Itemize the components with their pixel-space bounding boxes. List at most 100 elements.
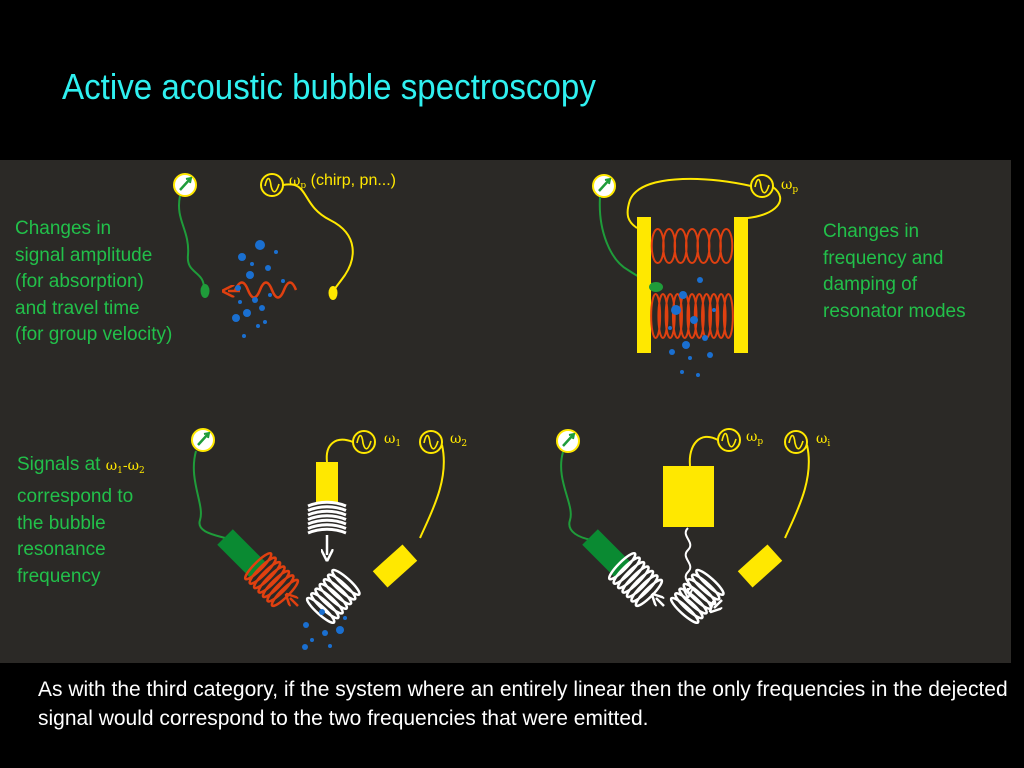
bubble (690, 316, 698, 324)
meter-icon (592, 174, 616, 198)
bubble (669, 349, 675, 355)
source-label-omega2: ω2 (450, 431, 468, 449)
bubble (671, 305, 681, 315)
received-arrow (290, 598, 299, 607)
source-wire-2 (747, 186, 782, 219)
coil (650, 293, 734, 339)
beam-coil-1 (307, 500, 347, 535)
bubble (263, 320, 267, 324)
bubble (265, 265, 271, 271)
bubble (322, 630, 328, 636)
bubble (268, 293, 272, 297)
received-beam-coil (607, 551, 664, 608)
bubble (303, 622, 309, 628)
coil (307, 500, 347, 535)
receiver-wire (192, 450, 226, 539)
diagram-svg (173, 173, 810, 650)
red-wave (233, 281, 298, 299)
source-label-omega1: ω1 (384, 431, 402, 449)
receiver-transducer (582, 529, 632, 579)
source-label-omega-p: ωp (746, 429, 764, 447)
bubble (242, 334, 246, 338)
signal-source-icon (419, 430, 443, 454)
emitter-1 (316, 462, 338, 502)
bubble (697, 277, 703, 283)
beam-coil-2 (305, 568, 361, 624)
source-wire (282, 183, 354, 294)
bubble (310, 638, 314, 642)
source-wire (626, 177, 752, 229)
received-arrow (656, 598, 665, 607)
bubble (682, 341, 690, 349)
bubble (250, 262, 254, 266)
panel-bottom-right (556, 428, 810, 624)
label-resonance-frequency: Signals at ω1-ω2 correspond to the bubbl… (17, 453, 145, 587)
bubble-cloud (668, 277, 716, 377)
bubble (668, 326, 672, 330)
coil (650, 228, 734, 264)
bubble (252, 297, 258, 303)
bubble (238, 253, 246, 261)
bubble (235, 285, 241, 291)
label-amplitude-travel-time: Changes in signal amplitude (for absorpt… (15, 218, 173, 345)
bubble (246, 271, 254, 279)
imaging-arrow (714, 599, 723, 608)
bubble (707, 352, 713, 358)
emitter-2 (372, 544, 418, 588)
source2-wire (784, 444, 810, 539)
receiver-wire (178, 195, 206, 291)
bubble (702, 335, 708, 341)
bubble (679, 291, 687, 299)
receiver-hydrophone (649, 282, 663, 292)
bubble (259, 305, 265, 311)
bubble (232, 314, 240, 322)
label-resonator-modes: Changes in frequency and damping of reso… (823, 221, 966, 322)
bubble (256, 324, 260, 328)
signal-source-icon (784, 430, 808, 454)
receiver-wire (560, 451, 593, 541)
source1-wire (688, 435, 719, 467)
coil (305, 568, 361, 624)
signal-source-icon (717, 428, 741, 452)
bubble (238, 300, 242, 304)
bubble (281, 279, 285, 283)
resonator-plate-left (637, 217, 651, 353)
coil (243, 551, 300, 608)
resonator-plate-right (734, 217, 748, 353)
signal-source-icon (260, 173, 284, 197)
bubble (336, 626, 344, 634)
signal-source-icon (750, 174, 774, 198)
source-label-top-right: ωp (781, 177, 799, 195)
receiver-hydrophone (200, 284, 210, 298)
resonator-modes (650, 228, 734, 339)
source-label-top-left: ωp (chirp, pn...) (289, 172, 396, 191)
bubble (274, 250, 278, 254)
panel-top-right (592, 174, 782, 377)
panel-bottom-left (191, 428, 445, 650)
meter-icon (556, 429, 580, 453)
bubble-cloud (232, 240, 285, 338)
source1-wire (325, 438, 354, 463)
beam-coil-imaging (669, 568, 725, 624)
bubble (243, 309, 251, 317)
bubble (255, 240, 265, 250)
source-hydrophone (328, 286, 338, 300)
source-label-omega-i: ωi (816, 431, 831, 449)
pump-emitter (663, 466, 714, 527)
received-beam-coil (243, 551, 300, 608)
coil (669, 568, 725, 624)
bubble (343, 616, 347, 620)
signal-source-icon (352, 430, 376, 454)
bubble (328, 644, 332, 648)
panel-top-left (173, 173, 354, 338)
coil (607, 551, 664, 608)
bubble (302, 644, 308, 650)
source2-wire (419, 444, 445, 539)
bubble (712, 308, 716, 312)
meter-icon (173, 173, 197, 197)
diagram-panel: Changes in signal amplitude (for absorpt… (0, 160, 1011, 663)
bubble-cloud (302, 609, 347, 650)
bubble (688, 356, 692, 360)
caption-text: As with the third category, if the syste… (38, 678, 1008, 730)
bubble (696, 373, 700, 377)
